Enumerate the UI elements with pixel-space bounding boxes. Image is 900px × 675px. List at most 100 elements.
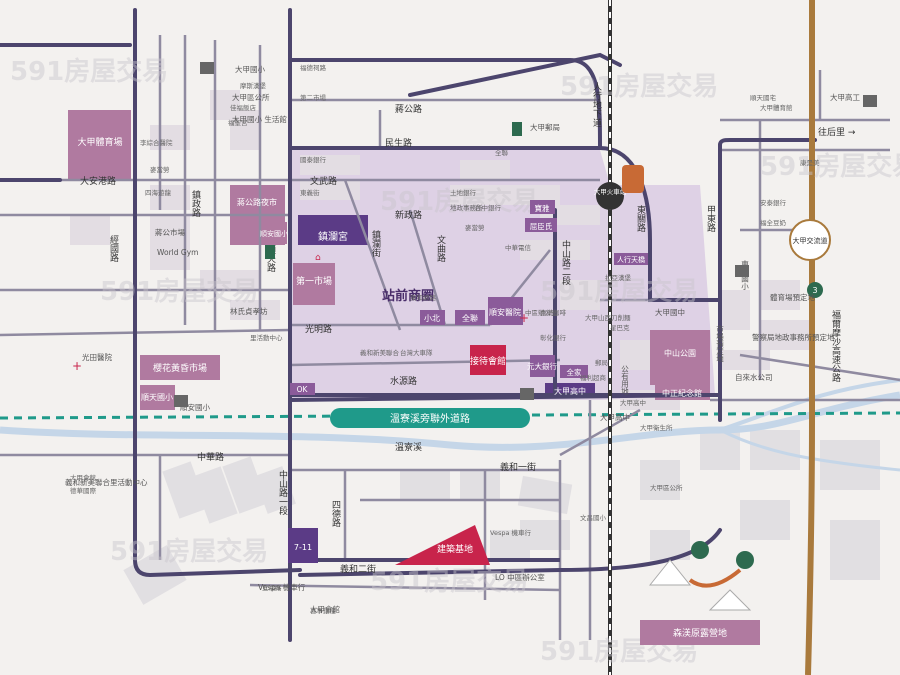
xiaobei-label: 小北: [424, 314, 440, 323]
interchange-marker: [789, 219, 831, 261]
poi-label: 郵局: [595, 359, 608, 367]
zhongshan-park-block: [650, 330, 710, 385]
zhonghua-road-label: 中華路: [197, 451, 224, 463]
tent-icon: [708, 589, 752, 611]
public-land-label: 公有用地: [620, 365, 629, 395]
lin-hall-label: 林氏貞孝坊: [230, 306, 268, 316]
poi-label: 福聖宮: [228, 118, 248, 127]
outer-road-pill: [330, 408, 530, 428]
shunan-clinic-label: 順安醫院: [489, 307, 521, 317]
community-label: 義和新美聯合里活動中心: [65, 477, 148, 487]
wenwu-road-label: 文武路: [310, 175, 337, 187]
poi-label: 安泰銀行: [760, 198, 787, 207]
watsons-label: 屈臣氏: [530, 222, 553, 231]
poi-label: 土地銀行: [450, 188, 477, 197]
poi-label: 義和新美聯合: [360, 348, 400, 357]
admin-pre-label: 警察局地政事務所預定地: [752, 332, 835, 342]
dongguan-road-label: 東關路: [635, 204, 646, 233]
jingguo-road-label: 經國路: [108, 234, 119, 263]
poi-label: 福全豆奶: [760, 218, 787, 227]
poi-label: 福利超商: [580, 373, 607, 382]
sakura-market-block: [140, 355, 220, 380]
poi-label: 摩斯漢堡: [240, 81, 267, 90]
post-label: 大甲郵局: [530, 122, 560, 132]
station-marker: [596, 182, 624, 210]
yuanda-bank-label: 元大銀行: [527, 361, 557, 371]
guangtian-label: 光田醫院: [82, 352, 112, 362]
wenjiu-road-label: 文曲路: [435, 234, 446, 263]
first-market-label: 第一市場: [296, 275, 332, 287]
poi-label: 台中銀行: [475, 203, 502, 212]
site-label: 建築基地: [437, 543, 473, 555]
building-site: [395, 525, 490, 565]
poi-label: 大甲衛生所: [640, 423, 673, 432]
pedestrian-bridge-label: 人行天橋: [617, 255, 645, 264]
hospital-icon: +: [72, 359, 82, 373]
seven-eleven-label: 7-11: [294, 543, 312, 552]
yihe-road-label: 義和二街: [340, 563, 376, 575]
watermark: 591房屋交易: [760, 151, 900, 182]
world-gym-label: World Gym: [157, 248, 198, 257]
camp-block: [640, 620, 760, 645]
shuntian-school-label: 順天國小: [141, 393, 173, 402]
watermark: 591房屋交易: [370, 566, 528, 597]
minsheng-road-label: 民生路: [385, 137, 412, 149]
sakura-market-label: 櫻花黃昏市場: [153, 362, 207, 374]
dajia-junior-label: 大甲國中: [655, 307, 685, 317]
reception-label: 接待會館: [470, 355, 506, 367]
poi-label: 彰化銀行: [540, 333, 567, 342]
lo-center-label: LO 中區辦公室: [495, 572, 545, 582]
dajia-mansion-label: 大甲會館: [310, 604, 340, 614]
poi-label: 德華國際: [70, 486, 97, 495]
post-office-icon: [512, 122, 522, 136]
zhongshan-road-1-label: 中山路一段: [277, 469, 288, 516]
poi-label: 星巴克: [610, 324, 630, 332]
poi-label: 四海遊龍: [145, 188, 172, 197]
water-label: 自來水公司: [735, 372, 773, 382]
post-office-icon: [265, 245, 275, 259]
tree-icon: [691, 541, 709, 559]
poi-label: 佳福飯店: [230, 103, 257, 112]
district-office-label: 大甲區公所: [232, 92, 270, 102]
baoya-label: 寶雅: [535, 203, 550, 213]
watermark: 591房屋交易: [560, 71, 718, 102]
jiayi-high-label: 大甲高工: [830, 92, 860, 102]
poi-label: 大甲體育館: [760, 103, 793, 112]
poi-label: 麥當勞: [150, 165, 170, 174]
interchange-label: 大甲交流道: [793, 236, 828, 245]
zhenlan-street-label: 鎮瀾街: [370, 229, 381, 258]
temple-label: 鎮瀾宮: [318, 230, 348, 243]
vespa-label: Vespa 機車行: [258, 582, 306, 592]
zhongshan-park-label: 中山公園: [664, 348, 696, 358]
poi-label: 麥當勞: [465, 223, 485, 232]
camp-label: 森渼原露營地: [673, 627, 727, 639]
watermark: 591房屋交易: [380, 186, 538, 217]
poi-label: 東義街: [300, 188, 320, 197]
river: [0, 391, 900, 451]
quanlian-label: 全聯: [462, 313, 478, 323]
poi-label: 福德祠路: [300, 63, 327, 72]
station-district-label: 站前商圈: [382, 288, 434, 304]
boxed-landmarks: 鎮瀾宮 第一市場 大甲體育場 蔣公路夜市 櫻花黃昏市場 順天國小 中山公園 中正…: [77, 136, 702, 563]
poi-label: 李綜合醫院: [140, 138, 173, 147]
public-sports-label: 大甲國小 生活館: [232, 114, 287, 124]
daan-harbor-road-label: 大安港路: [80, 175, 116, 187]
watermark-group: 591房屋交易 591房屋交易 591房屋交易 591房屋交易 591房屋交易 …: [10, 56, 900, 667]
train-icon: [622, 165, 644, 193]
watermark: 591房屋交易: [10, 56, 168, 87]
freeway: [805, 0, 816, 675]
poi-label: 喜樂咖啡: [540, 308, 567, 317]
market-pre-label: 市場預定地: [715, 324, 724, 363]
poi-label: 大甲山西刀削麵: [585, 313, 631, 322]
zhongshan-road-label: 中山路二段: [560, 239, 571, 286]
poi-label: 國泰銀行: [300, 155, 327, 164]
poi-label: 喜事銀樓: [310, 606, 337, 615]
cultural-label: 順安國小: [260, 229, 288, 238]
shuntian-label: 順安國小: [180, 402, 210, 412]
poi-label: 地政事務所: [450, 203, 483, 212]
hospital-icon: +: [519, 311, 529, 325]
poi-label: 中區辦公室: [525, 308, 558, 317]
small-labels: 福德祠路第二市場李綜合醫院麥當勞四海遊龍國泰銀行東義街全聯土地銀行地政事務所台中…: [70, 63, 820, 615]
first-market-block: [293, 263, 335, 305]
